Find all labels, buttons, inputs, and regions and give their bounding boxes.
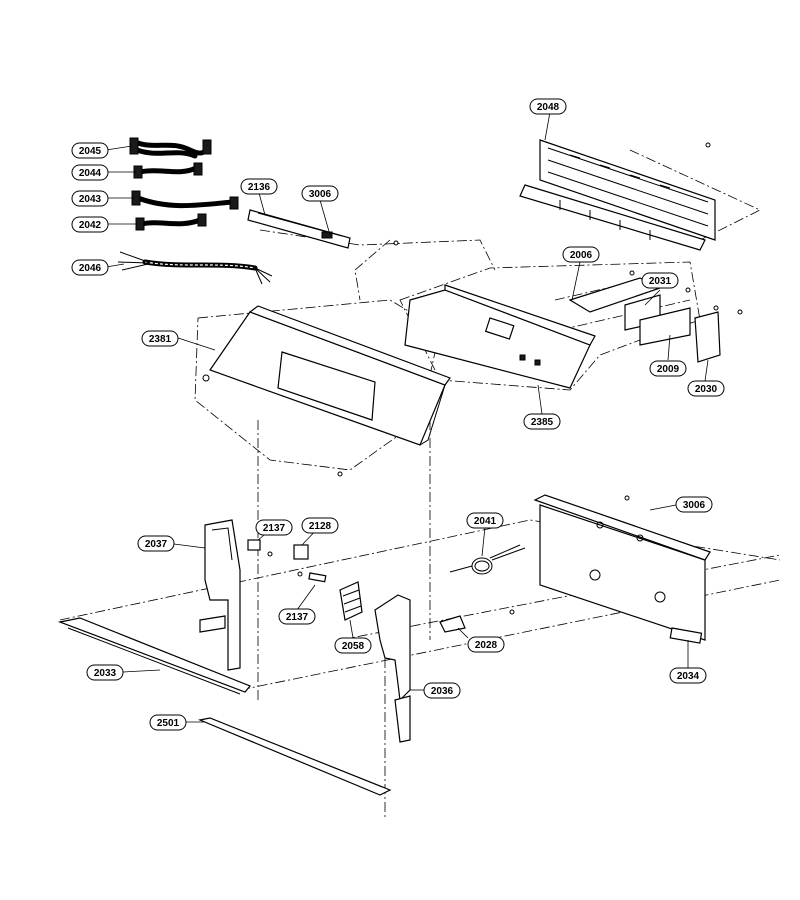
callout-labels: 2045 2044 2043 2042 2046 2136 3006 2048 … [71, 98, 725, 731]
svg-text:2137: 2137 [286, 612, 309, 623]
callout-3006-upper: 3006 [301, 185, 339, 202]
wire-harness-2042 [135, 213, 207, 231]
vent-grille-2048 [519, 139, 716, 251]
wire-harness-2045 [129, 137, 212, 159]
front-rail-2033 [57, 617, 251, 695]
cord-2041 [449, 544, 526, 575]
callout-2046: 2046 [71, 259, 109, 276]
callout-2385: 2385 [523, 413, 561, 430]
terminal-block-2058 [339, 581, 363, 621]
bracket-2028 [439, 609, 515, 633]
svg-text:2034: 2034 [677, 671, 700, 682]
side-bracket-2036 [374, 594, 411, 743]
trim-2501 [197, 717, 392, 796]
callout-2028: 2028 [467, 636, 505, 653]
callout-2381: 2381 [141, 330, 179, 347]
svg-text:2048: 2048 [537, 102, 560, 113]
callout-2044: 2044 [71, 164, 109, 181]
callout-2041: 2041 [466, 512, 504, 529]
svg-text:2046: 2046 [79, 263, 102, 274]
svg-text:2009: 2009 [657, 364, 680, 375]
callout-2036: 2036 [423, 682, 461, 699]
svg-text:2128: 2128 [309, 521, 332, 532]
svg-text:2501: 2501 [157, 718, 180, 729]
bracket-2030 [694, 305, 743, 363]
svg-text:2036: 2036 [431, 686, 454, 697]
svg-text:2137: 2137 [263, 523, 286, 534]
callout-2501: 2501 [149, 714, 187, 731]
svg-text:2037: 2037 [145, 539, 168, 550]
callout-2043: 2043 [71, 190, 109, 207]
clip-2137-upper [247, 539, 273, 557]
leader-lines [105, 111, 709, 723]
svg-text:2381: 2381 [149, 334, 172, 345]
svg-text:2006: 2006 [570, 250, 593, 261]
wire-harness-2043 [131, 190, 239, 210]
callout-2034: 2034 [669, 667, 707, 684]
svg-text:2028: 2028 [475, 640, 498, 651]
svg-text:3006: 3006 [683, 500, 706, 511]
svg-text:2045: 2045 [79, 146, 102, 157]
clip-2137-lower [297, 571, 327, 583]
callout-2137-lower: 2137 [278, 608, 316, 625]
callout-2136: 2136 [240, 178, 278, 195]
callout-2006: 2006 [562, 246, 600, 263]
callout-3006-lower: 3006 [675, 496, 713, 513]
callout-2030: 2030 [687, 380, 725, 397]
callout-2128: 2128 [301, 517, 339, 534]
callout-2045: 2045 [71, 142, 109, 159]
callout-2009: 2009 [649, 360, 687, 377]
svg-text:2042: 2042 [79, 220, 102, 231]
svg-text:2041: 2041 [474, 516, 497, 527]
side-bracket-2037 [199, 519, 241, 671]
rear-frame-2034 [533, 494, 711, 644]
callout-2037: 2037 [137, 535, 175, 552]
svg-text:2030: 2030 [695, 384, 718, 395]
callout-2058: 2058 [334, 637, 372, 654]
callout-2137-upper: 2137 [255, 519, 293, 536]
svg-text:2136: 2136 [248, 182, 271, 193]
svg-text:3006: 3006 [309, 189, 332, 200]
callout-2031: 2031 [641, 272, 679, 289]
wire-harness-2044 [133, 162, 203, 179]
svg-text:2044: 2044 [79, 168, 102, 179]
control-panel-2381 [202, 305, 451, 477]
svg-text:2385: 2385 [531, 417, 554, 428]
svg-text:2031: 2031 [649, 276, 672, 287]
bracket-2136 [247, 209, 399, 249]
wire-harness-2046 [117, 251, 273, 285]
plate-2009 [639, 307, 691, 346]
callout-2048: 2048 [529, 98, 567, 115]
svg-text:2033: 2033 [94, 668, 117, 679]
callout-2042: 2042 [71, 216, 109, 233]
svg-text:2043: 2043 [79, 194, 102, 205]
callout-2033: 2033 [86, 664, 124, 681]
switch-2128 [293, 544, 309, 560]
svg-text:2058: 2058 [342, 641, 365, 652]
control-board-2385 [404, 284, 596, 389]
